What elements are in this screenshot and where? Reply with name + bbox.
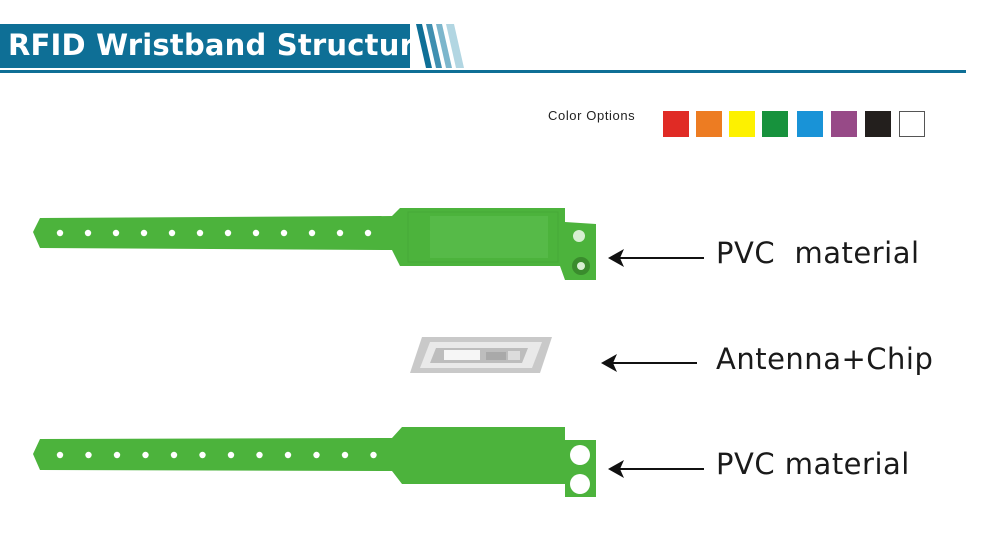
strap-hole: [140, 229, 148, 237]
strap-hole: [256, 451, 263, 459]
header-bar: [0, 24, 410, 68]
page-title: RFID Wristband Structure: [8, 28, 434, 62]
swatch-orange: [696, 111, 722, 137]
strap-hole: [199, 451, 206, 459]
strap-hole: [370, 451, 377, 459]
strap-hole: [142, 451, 149, 459]
strap-hole: [168, 229, 176, 237]
strap-hole: [224, 229, 232, 237]
swatch-blue: [797, 111, 823, 137]
strap-hole: [313, 451, 320, 459]
strap-hole: [341, 451, 349, 459]
strap-hole: [227, 451, 235, 459]
strap-hole: [336, 229, 344, 237]
swatch-red: [663, 111, 689, 137]
header-stripes-decoration: [416, 24, 464, 68]
top-strap-holes: [56, 229, 372, 237]
arrow-pvc-top: [608, 249, 704, 267]
color-options-label: Color Options: [548, 108, 636, 123]
label-pvc-material-top: PVC material: [716, 236, 920, 270]
strap-hole: [84, 229, 92, 237]
label-pvc-material-bottom: PVC material: [716, 447, 910, 481]
strap-hole: [364, 229, 372, 237]
strap-hole: [56, 451, 64, 459]
strap-hole: [284, 451, 292, 459]
strap-hole: [280, 229, 288, 237]
strap-hole: [196, 229, 204, 237]
strap-hole: [170, 451, 178, 459]
strap-hole: [112, 229, 120, 237]
strap-hole: [308, 229, 316, 237]
label-antenna-chip: Antenna+Chip: [716, 342, 934, 376]
swatch-white: [899, 111, 925, 137]
arrow-pvc-bottom: [608, 460, 704, 478]
arrow-antenna-chip: [601, 354, 697, 372]
swatch-yellow: [729, 111, 755, 137]
strap-hole: [113, 451, 121, 459]
swatch-black: [865, 111, 891, 137]
strap-hole: [85, 451, 92, 459]
bottom-strap-holes: [56, 451, 377, 459]
rfid-inlay: [410, 337, 552, 373]
strap-hole: [56, 229, 64, 237]
swatch-green: [762, 111, 788, 137]
strap-hole: [252, 229, 260, 237]
header-underline: [0, 70, 966, 73]
swatch-purple: [831, 111, 857, 137]
